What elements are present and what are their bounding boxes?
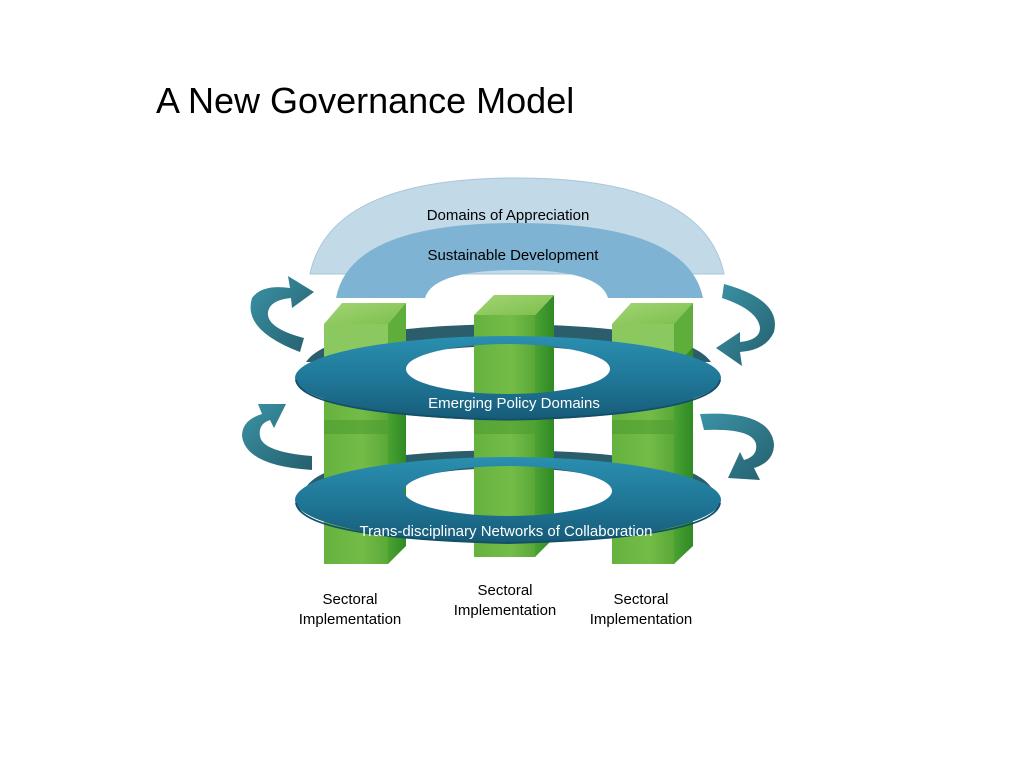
pillar-middle-caption-line2: Implementation — [453, 602, 557, 619]
pillar-left-caption-line1: Sectoral — [322, 591, 378, 608]
inner-arch — [336, 223, 703, 298]
pillar-left-shadow — [324, 420, 388, 434]
pillar-right-caption-line2: Implementation — [589, 611, 693, 628]
inner-arch-label: Sustainable Development — [428, 247, 600, 264]
pillar-right-caption: Sectoral Implementation — [571, 590, 711, 630]
pillar-middle-caption: Sectoral Implementation — [435, 581, 575, 621]
outer-arch-label: Domains of Appreciation — [427, 207, 590, 224]
arrow-top-right-icon — [716, 284, 775, 366]
lower-ring-label: Trans-disciplinary Networks of Collabora… — [360, 523, 653, 540]
arrow-bottom-right-icon — [700, 413, 774, 480]
arrow-bottom-left-icon — [242, 404, 312, 470]
lower-ring — [295, 457, 721, 545]
pillar-left-caption-line2: Implementation — [298, 611, 402, 628]
pillar-middle-caption-line1: Sectoral — [477, 582, 533, 599]
pillar-middle-shadow — [474, 420, 535, 434]
pillar-right-shadow — [612, 420, 674, 434]
pillar-left-caption: Sectoral Implementation — [280, 590, 420, 630]
slide-title: A New Governance Model — [156, 80, 575, 121]
arrow-top-left-icon — [250, 276, 314, 352]
upper-ring-label: Emerging Policy Domains — [428, 395, 600, 412]
pillar-right-caption-line1: Sectoral — [613, 591, 669, 608]
